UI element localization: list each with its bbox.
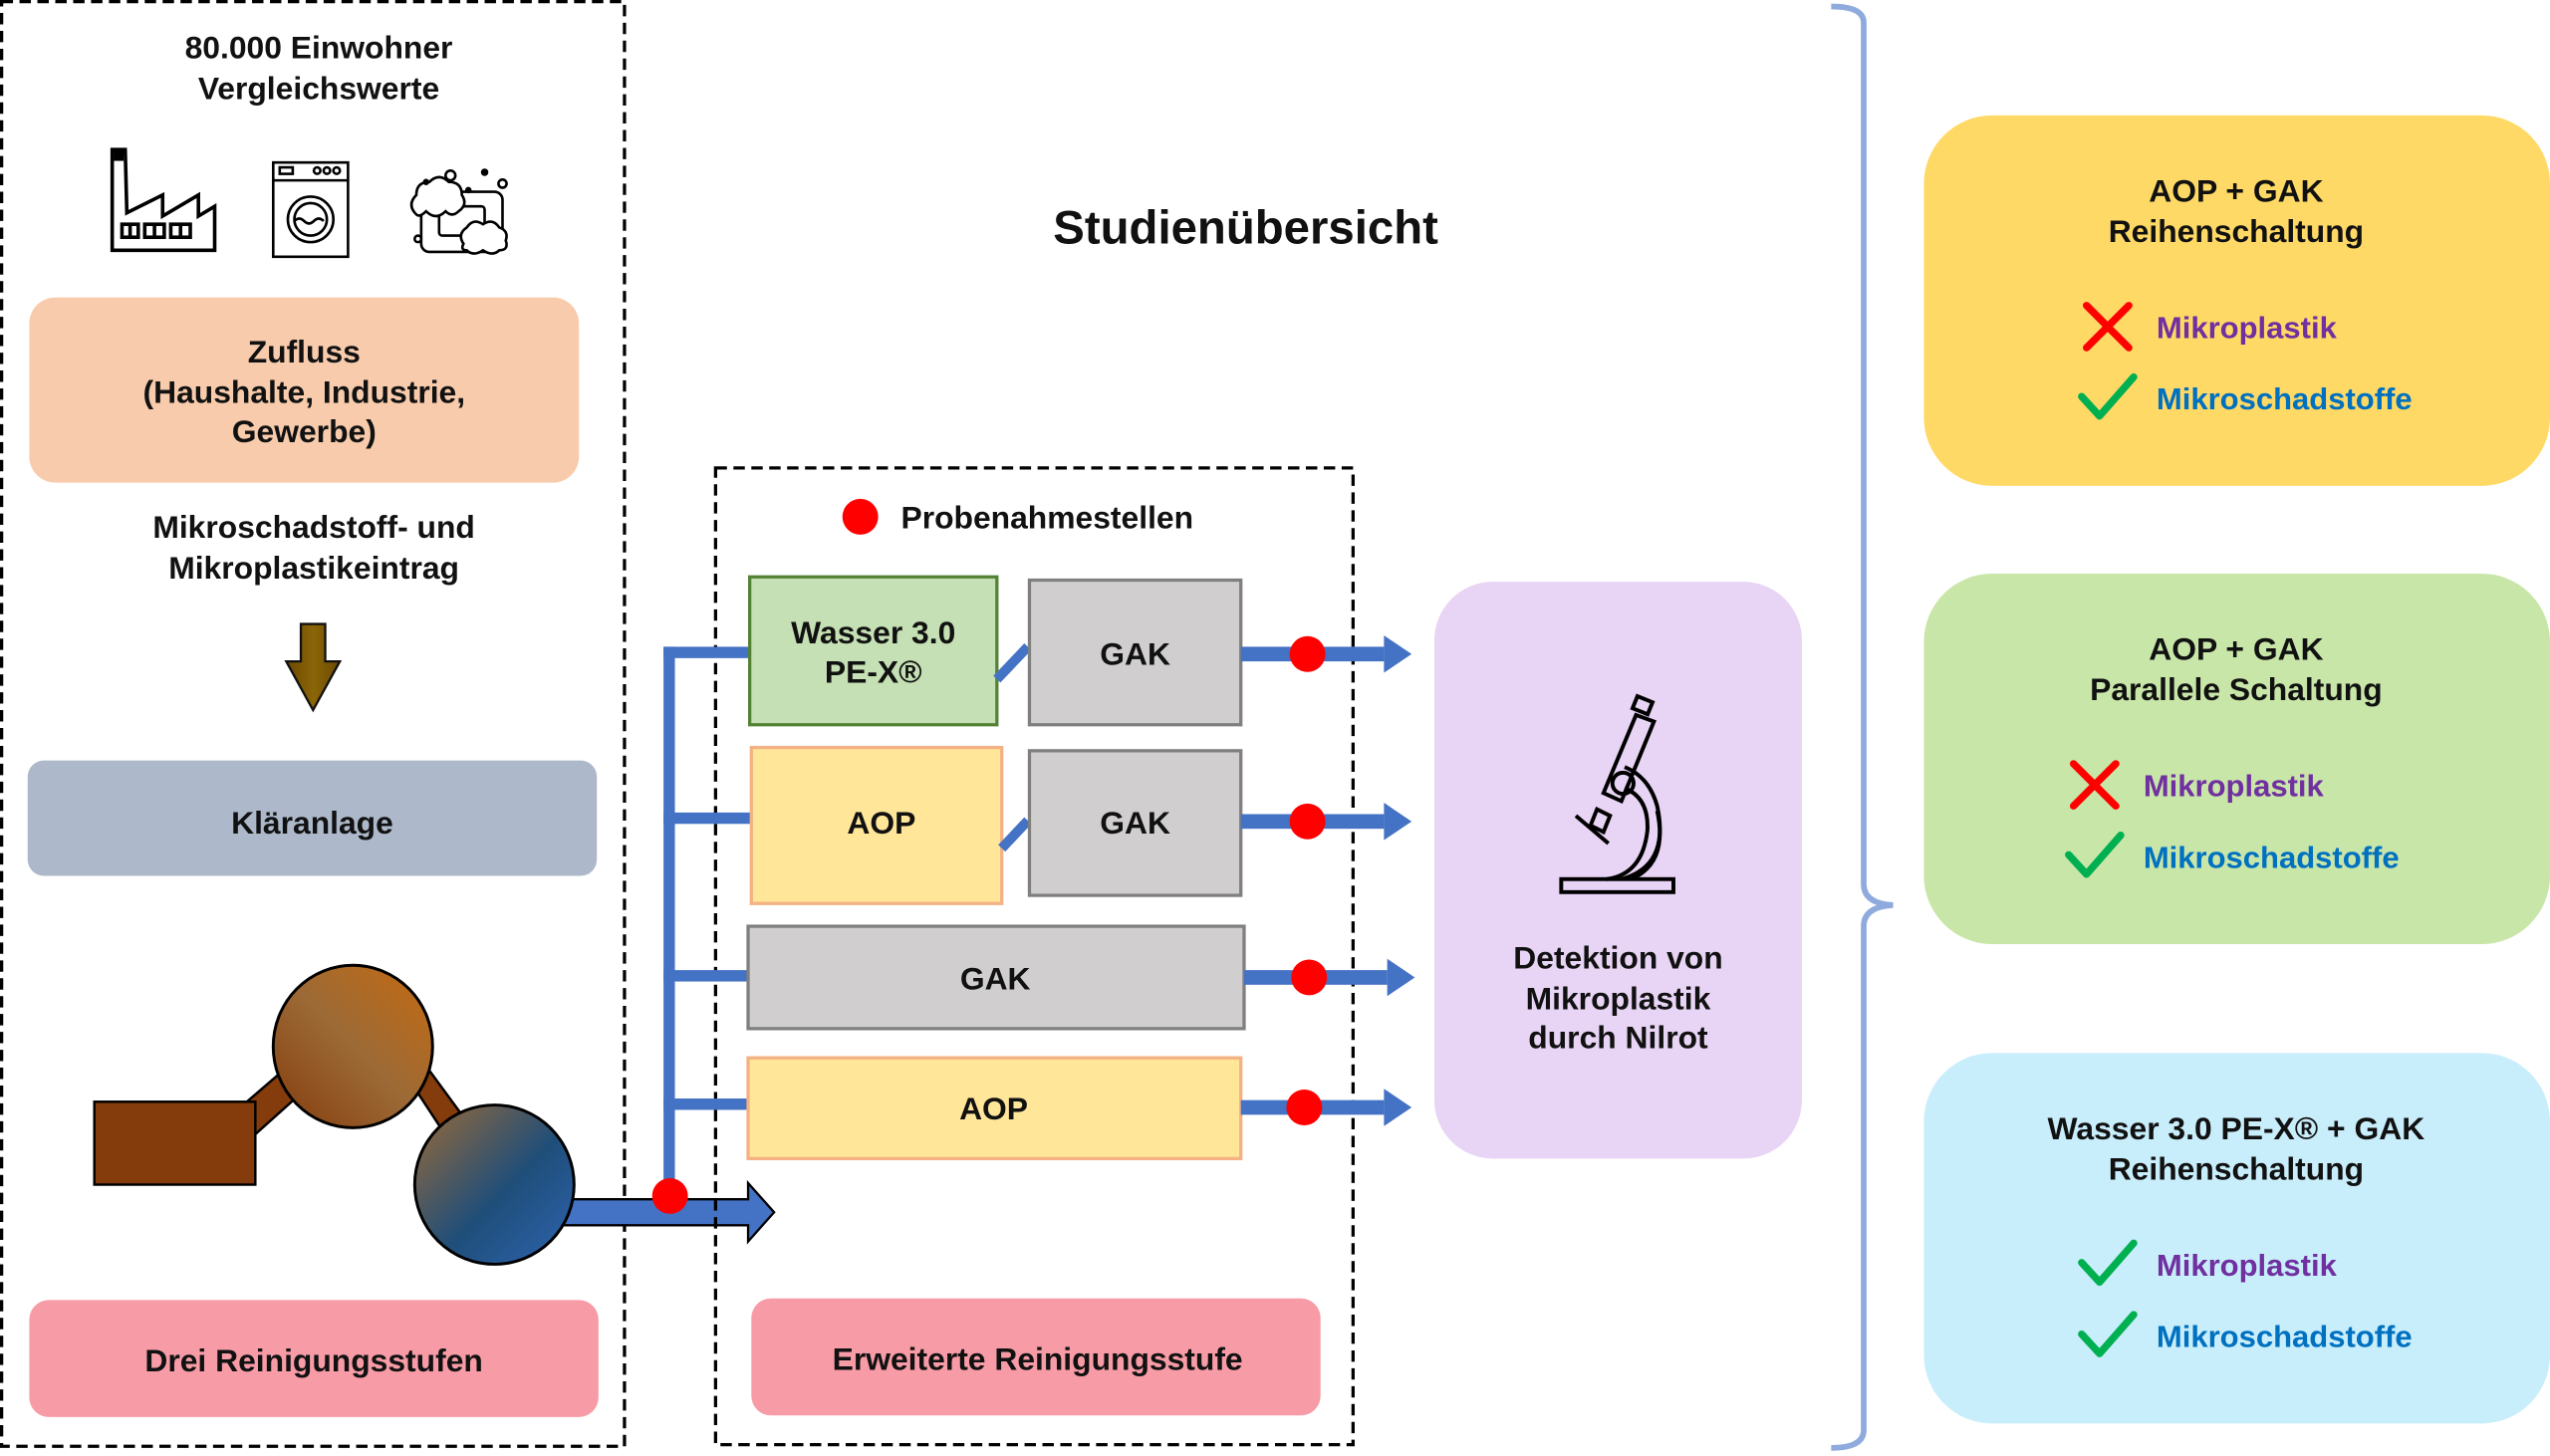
- unit-gak: [1027, 578, 1243, 727]
- result-card-title-line-2: Reihenschaltung: [2109, 213, 2364, 249]
- inflow-line-3: Gewerbe): [232, 413, 377, 449]
- check-icon: [2078, 372, 2138, 420]
- advanced-stage-label: Erweiterte Reinigungsstufe: [833, 1341, 1243, 1377]
- three-stages-box-bg: [29, 1300, 599, 1417]
- result-card-title-line-1: Wasser 3.0 PE-X® + GAK: [2048, 1110, 2425, 1146]
- detection-line-1: Detektion von: [1513, 939, 1722, 975]
- result-item-label: Mikroschadstoffe: [2157, 381, 2413, 416]
- result-cards: AOP + GAKReihenschaltungMikroplastikMikr…: [1923, 115, 2550, 1424]
- unit-gak: [746, 924, 1246, 1031]
- process-row-2: AOP GAK: [749, 745, 1412, 905]
- advanced-section-frame: [713, 466, 1355, 1447]
- cross-icon: [2083, 302, 2133, 352]
- result-card-2: AOP + GAK Parallele SchaltungMikroplastik…: [1923, 573, 2550, 945]
- sample-point-row-2: [1289, 803, 1326, 840]
- sample-point-row-4: [1286, 1090, 1323, 1125]
- factory-icon: [110, 147, 217, 253]
- unit-pex: [748, 575, 999, 727]
- flow-manifold: [663, 646, 753, 1196]
- branch-row-3: [663, 970, 749, 982]
- unit-aop: [749, 745, 1004, 905]
- population-heading-line-1: 80.000 Einwohner: [185, 30, 453, 66]
- inflow-box-bg: [29, 297, 580, 483]
- manifold-riser: [663, 646, 675, 1196]
- process-row-3: GAK: [746, 924, 1415, 1031]
- source-section: 80.000 Einwohner Vergleichswerte: [0, 0, 776, 1448]
- process-row-4: AOP: [746, 1056, 1412, 1161]
- unit-aop-label: AOP: [847, 805, 915, 841]
- aeration-tank-shape: [271, 963, 434, 1129]
- result-item-label: Mikroschadstoffe: [2144, 840, 2400, 874]
- branch-row-4: [663, 1098, 749, 1110]
- unit-gak-label: GAK: [1100, 805, 1170, 841]
- advanced-section: Probenahmestellen Wasser 3.0 PE-X® GAK A…: [651, 466, 1415, 1447]
- series-link-row-2: [998, 817, 1032, 852]
- plant-label: Kläranlage: [231, 805, 393, 841]
- source-section-frame: [0, 0, 627, 1448]
- plant-box-bg: [27, 760, 598, 876]
- cross-icon: [2069, 760, 2120, 810]
- result-card-bg: [1923, 115, 2550, 486]
- secondary-clarifier-shape: [412, 1103, 576, 1266]
- branch-row-2: [663, 812, 753, 825]
- results-brace: [1831, 3, 1894, 1451]
- soap-icon: [409, 168, 508, 255]
- result-item-label: Mikroplastik: [2144, 769, 2325, 804]
- population-heading-line-2: Vergleichswerte: [198, 71, 439, 107]
- check-icon: [2078, 1239, 2138, 1287]
- outflow-arrowhead-row-2: [1384, 803, 1412, 841]
- page-title: Studienübersicht: [1053, 202, 1438, 255]
- unit-aop: [746, 1056, 1243, 1161]
- outflow-arrowhead-row-4: [1384, 1089, 1412, 1126]
- check-icon: [2065, 832, 2125, 878]
- unit-gak: [1027, 749, 1243, 897]
- detection-line-3: durch Nilrot: [1528, 1019, 1708, 1055]
- sample-point-row-3: [1291, 959, 1328, 996]
- unit-gak-label: GAK: [1100, 635, 1170, 671]
- series-link-row-1: [993, 643, 1032, 683]
- sample-point-legend-icon: [842, 498, 879, 535]
- three-stages-label: Drei Reinigungsstufen: [144, 1342, 482, 1378]
- result-card-title-line-2: Parallele Schaltung: [2090, 671, 2383, 707]
- detection-box-bg: [1434, 582, 1802, 1159]
- result-card-title-line-1: AOP + GAK: [2149, 630, 2323, 666]
- process-row-1: Wasser 3.0 PE-X® GAK: [748, 575, 1412, 727]
- outflow-arrowhead-row-1: [1384, 634, 1412, 673]
- result-card-bg: [1923, 573, 2550, 945]
- unit-pex-line-1: Wasser 3.0: [791, 614, 955, 650]
- branch-row-1: [663, 646, 752, 658]
- inflow-line-2: (Haushalte, Industrie,: [143, 374, 466, 410]
- unit-gak-label: GAK: [960, 961, 1031, 997]
- result-card-title-line-1: AOP + GAK: [2149, 172, 2323, 208]
- down-arrow-icon: [284, 622, 343, 713]
- result-card-title-line-2: Reihenschaltung: [2109, 1151, 2364, 1187]
- result-item-label: Mikroplastik: [2157, 310, 2338, 345]
- inflow-line-1: Zufluss: [248, 334, 361, 369]
- check-icon: [2078, 1311, 2138, 1357]
- detection-box: Detektion von Mikroplastik durch Nilrot: [1434, 582, 1802, 1159]
- input-label-line-1: Mikroschadstoff- und: [152, 509, 475, 545]
- sample-point-row-1: [1289, 635, 1326, 672]
- microscope-icon: [1559, 693, 1675, 894]
- detection-line-2: Mikroplastik: [1526, 980, 1711, 1016]
- primary-clarifier-shape: [93, 1100, 257, 1186]
- advanced-stage-box-bg: [751, 1298, 1321, 1416]
- washing-machine-icon: [271, 160, 350, 259]
- plant-box: Kläranlage: [27, 760, 598, 876]
- result-card-3: Wasser 3.0 PE-X® + GAK ReihenschaltungMik…: [1923, 1053, 2550, 1424]
- outflow-arrowhead-row-3: [1387, 958, 1415, 997]
- sample-point-inflow: [651, 1177, 688, 1214]
- result-card-1: AOP + GAK ReihenschaltungMikroplastikMikr…: [1923, 115, 2550, 486]
- result-item-label: Mikroplastik: [2157, 1248, 2338, 1283]
- unit-pex-line-2: PE-X®: [825, 653, 922, 689]
- unit-aop-label: AOP: [959, 1091, 1028, 1126]
- advanced-stage-box: Erweiterte Reinigungsstufe: [751, 1298, 1321, 1416]
- three-stages-box: Drei Reinigungsstufen: [29, 1300, 599, 1417]
- input-label-line-2: Mikroplastikeintrag: [168, 550, 459, 586]
- inflow-box: Zufluss (Haushalte, Industrie, Gewerbe): [29, 297, 580, 483]
- result-card-bg: [1923, 1053, 2550, 1424]
- sample-point-legend-label: Probenahmestellen: [900, 499, 1193, 535]
- result-item-label: Mikroschadstoffe: [2157, 1320, 2413, 1354]
